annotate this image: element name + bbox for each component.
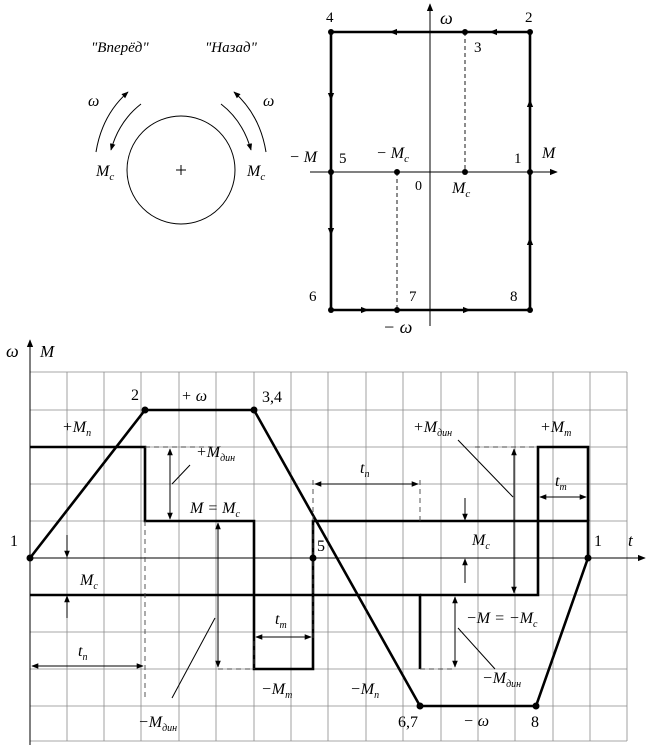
label-minus-mt: −Mт (261, 681, 292, 701)
label-plus-mp: +Mп (62, 419, 91, 439)
phase-neg-m-label: − M (289, 149, 319, 166)
omega-right-label: ω (263, 93, 274, 110)
phase-point-5 (328, 169, 334, 175)
phase-label-7: 7 (409, 289, 417, 305)
label-tt-right: tт (555, 473, 567, 493)
label-minus-m-eq: −M = −Mc (466, 610, 538, 630)
timing-point-5 (309, 554, 317, 562)
timing-diagram: ω M t 1 2 3,4 5 6,7 8 1 + ω − ω +Mп +Mди… (6, 339, 646, 745)
omega-arc-left (95, 91, 129, 153)
timing-dimension-lines (31, 448, 587, 669)
phase-m-label: M (541, 145, 557, 162)
phase-label-4: 4 (326, 10, 334, 26)
phase-point-7 (394, 307, 400, 313)
timing-point-8 (532, 702, 540, 710)
timing-label-2: 2 (131, 387, 139, 404)
timing-t-label: t (628, 531, 634, 550)
timing-label-1-left: 1 (10, 533, 18, 550)
label-tt-mid: tт (275, 611, 287, 631)
timing-m-label: M (39, 342, 55, 361)
phase-direction-arrows (327, 28, 534, 314)
phase-point-8 (527, 307, 533, 313)
timing-label-67: 6,7 (398, 714, 418, 731)
rotation-sketch: "Вперёд" "Назад" ω ω Mc Mc (88, 40, 274, 225)
phase-label-1: 1 (514, 151, 522, 167)
phase-label-6: 6 (309, 289, 317, 305)
label-plus-mdyn-2: +Mдин (413, 419, 452, 439)
phase-points (328, 29, 533, 313)
torque-curve-lower-b (420, 445, 590, 597)
phase-label-8: 8 (510, 289, 518, 305)
phase-label-2: 2 (525, 10, 533, 26)
rotor-circle (126, 115, 236, 225)
timing-leader-lines (171, 439, 514, 699)
timing-label-34: 3,4 (262, 389, 282, 406)
phase-point-6 (328, 307, 334, 313)
phase-mc-label: Mc (451, 180, 470, 200)
omega-curve (28, 408, 590, 708)
timing-plus-omega: + ω (181, 388, 207, 405)
timing-points (26, 406, 592, 710)
label-plus-mdyn-1: +Mдин (196, 444, 235, 464)
timing-point-34 (250, 406, 258, 414)
forward-label: "Вперёд" (91, 40, 149, 56)
phase-neg-mc-label: − Mc (376, 145, 409, 165)
timing-minus-omega: − ω (463, 713, 489, 730)
mc-left-label: Mc (95, 163, 114, 183)
timing-point-1-right (584, 554, 592, 562)
phase-point-3 (462, 29, 468, 35)
label-tp-mid: tп (360, 460, 369, 480)
phase-omega-label: ω (440, 8, 453, 28)
phase-point-2 (527, 29, 533, 35)
backward-label: "Назад" (205, 40, 258, 56)
omega-left-label: ω (88, 93, 99, 110)
timing-dashed-guides (144, 446, 538, 700)
phase-label-5: 5 (339, 151, 347, 167)
phase-point-mc (462, 169, 468, 175)
label-mc-right: Mc (471, 532, 490, 552)
mc-right-label: Mc (246, 163, 265, 183)
mc-arc-left (109, 103, 142, 151)
timing-label-1-right: 1 (594, 533, 602, 550)
label-m-eq-mc: M = Mc (189, 500, 240, 520)
timing-label-8: 8 (531, 714, 539, 731)
phase-point-neg-mc (394, 169, 400, 175)
label-tp-left: tп (78, 643, 87, 663)
phase-point-1 (527, 169, 533, 175)
phase-neg-omega-label: − ω (383, 317, 412, 337)
timing-omega-label: ω (6, 341, 19, 361)
label-minus-mp: −Mп (350, 681, 379, 701)
phase-label-3: 3 (474, 40, 482, 56)
timing-label-5: 5 (317, 538, 325, 555)
timing-point-67 (416, 702, 424, 710)
timing-point-1-left (26, 554, 34, 562)
phase-origin-label: 0 (415, 179, 422, 194)
phase-diagram: 1 2 3 4 5 6 7 8 ω M − M − Mc Mc 0 − ω (289, 3, 558, 337)
omega-arc-right (233, 91, 267, 153)
timing-point-2 (141, 406, 149, 414)
label-minus-mdyn-2: −Mдин (482, 670, 521, 690)
label-mc-left: Mc (79, 572, 98, 592)
phase-point-4 (328, 29, 334, 35)
mc-arc-right (220, 103, 253, 151)
label-minus-mdyn-1: −Mдин (138, 714, 177, 734)
label-plus-mt: +Mт (540, 419, 571, 439)
